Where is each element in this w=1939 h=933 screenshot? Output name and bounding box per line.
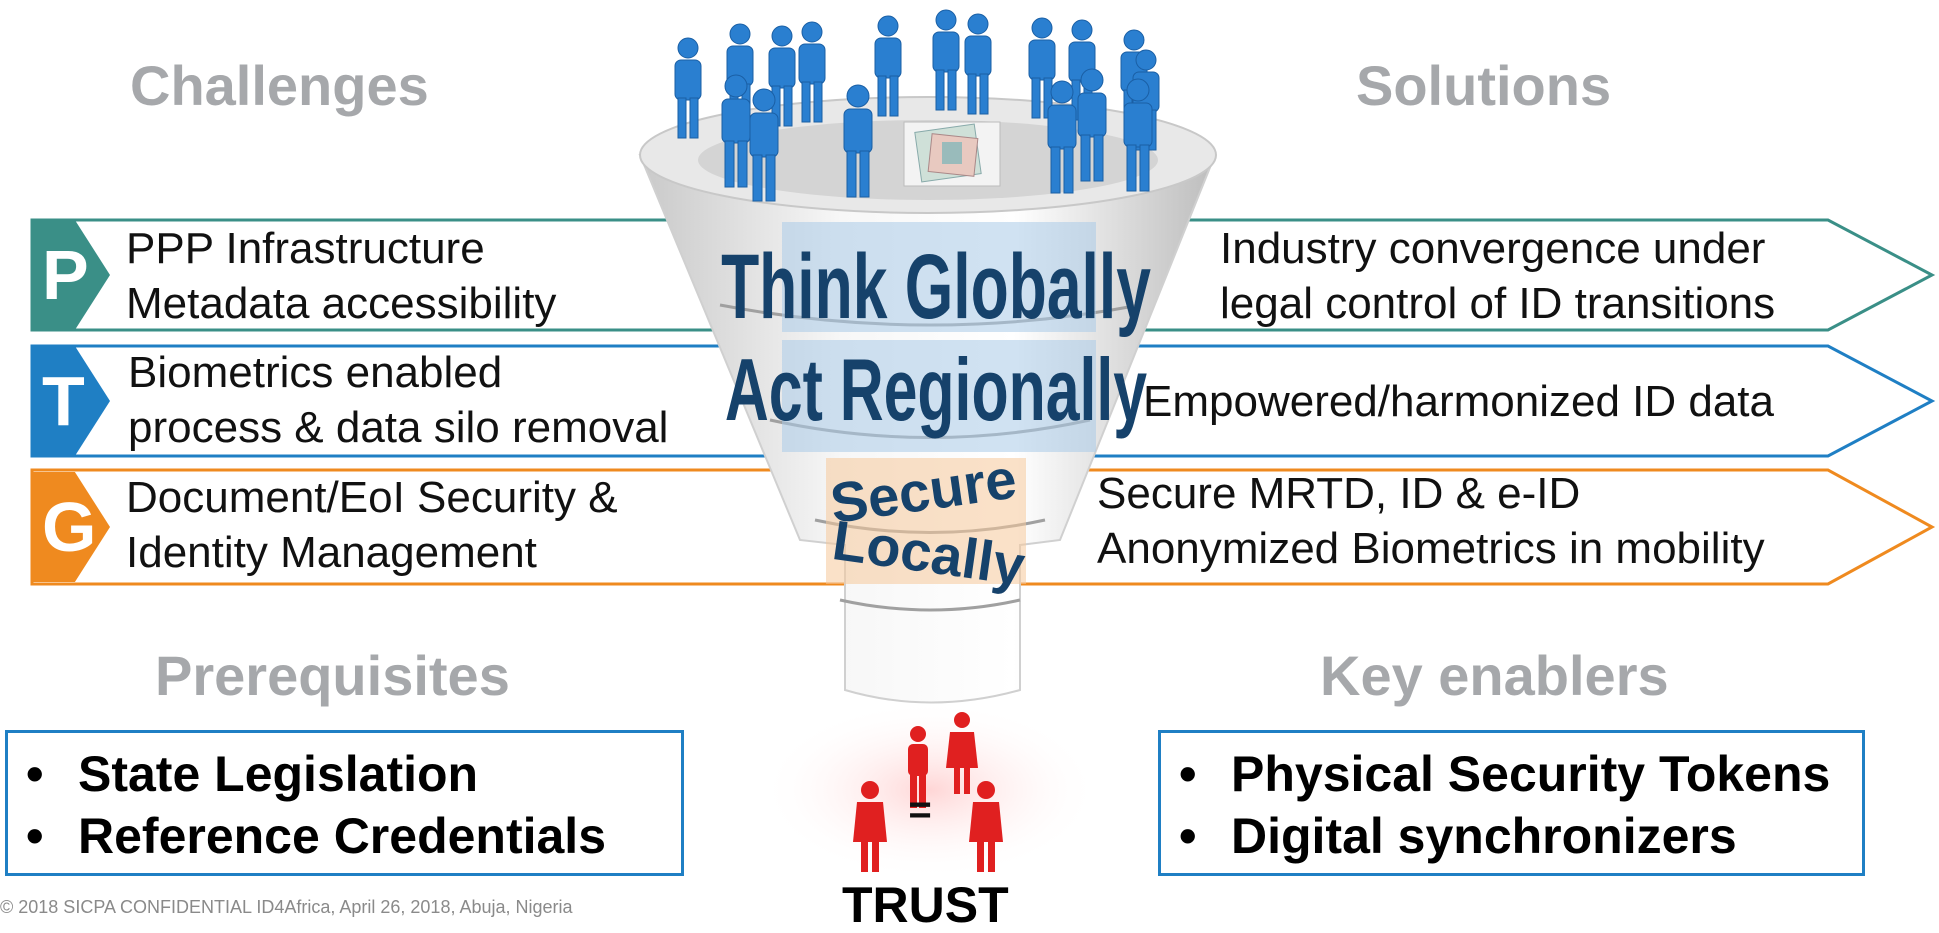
bullet: • (26, 746, 44, 802)
challenge-p-text: PPP Infrastructure Metadata accessibilit… (126, 221, 556, 331)
challenge-g-text: Document/EoI Security & Identity Managem… (126, 470, 618, 580)
solution-line: Anonymized Biometrics in mobility (1097, 524, 1765, 573)
person-icon (932, 9, 960, 111)
challenges-heading: Challenges (130, 54, 429, 117)
person-icon (843, 84, 873, 198)
equals-sign: = (908, 788, 931, 832)
list-item: • Physical Security Tokens (1161, 743, 1862, 805)
solution-line: Secure MRTD, ID & e-ID (1097, 469, 1581, 518)
challenge-line: PPP Infrastructure (126, 224, 485, 273)
person-icon (1077, 68, 1107, 182)
bullet: • (1179, 808, 1197, 864)
person-icon (1028, 17, 1056, 119)
person-icon (674, 37, 702, 139)
key-enabler-label: Digital synchronizers (1231, 808, 1737, 864)
badge-t-letter: T (42, 362, 85, 440)
key-enablers-list: • Physical Security Tokens • Digital synch… (1161, 743, 1862, 867)
bullet: • (1179, 746, 1197, 802)
solution-t-text: Empowered/harmonized ID data (1143, 374, 1774, 429)
key-enablers-heading: Key enablers (1320, 644, 1669, 707)
act-regionally-label: Act Regionally (725, 342, 1147, 440)
key-enablers-box: • Physical Security Tokens • Digital synch… (1158, 730, 1865, 876)
solution-line: legal control of ID transitions (1220, 279, 1776, 328)
challenge-line: Document/EoI Security & (126, 473, 618, 522)
person-icon (1123, 78, 1153, 192)
prerequisites-list: • State Legislation • Reference Credential… (8, 743, 681, 867)
list-item: • State Legislation (8, 743, 681, 805)
badge-p-letter: P (42, 236, 89, 314)
challenge-t-text: Biometrics enabled process & data silo r… (128, 345, 668, 455)
challenge-line: Identity Management (126, 528, 537, 577)
prerequisites-heading: Prerequisites (155, 644, 510, 707)
badge-g-letter: G (42, 488, 97, 566)
person-icon (874, 15, 902, 117)
person-icon (798, 21, 826, 123)
solution-p-text: Industry convergence under legal control… (1220, 221, 1775, 331)
person-icon (721, 74, 751, 188)
prerequisite-label: Reference Credentials (78, 808, 607, 864)
red-person-icon (908, 726, 928, 808)
red-person-icon (946, 712, 978, 794)
challenge-line: process & data silo removal (128, 403, 669, 452)
solutions-heading: Solutions (1356, 54, 1612, 117)
prerequisites-box: • State Legislation • Reference Credential… (5, 730, 684, 876)
key-enabler-label: Physical Security Tokens (1231, 746, 1831, 802)
trust-label: TRUST (842, 877, 1009, 933)
bullet: • (26, 808, 44, 864)
list-item: • Digital synchronizers (1161, 805, 1862, 867)
challenge-line: Biometrics enabled (128, 348, 503, 397)
person-icon (749, 88, 779, 202)
footer-copyright: © 2018 SICPA CONFIDENTIAL ID4Africa, Apr… (0, 897, 573, 917)
red-person-icon (969, 781, 1003, 872)
prerequisite-label: State Legislation (78, 746, 479, 802)
solution-line: Empowered/harmonized ID data (1143, 377, 1774, 426)
list-item: • Reference Credentials (8, 805, 681, 867)
person-icon (1047, 80, 1077, 194)
think-globally-label: Think Globally (721, 235, 1151, 338)
passport-icon (903, 121, 1001, 187)
person-icon (964, 13, 992, 115)
red-person-icon (853, 781, 887, 872)
challenge-line: Metadata accessibility (126, 279, 557, 328)
solution-line: Industry convergence under (1220, 224, 1766, 273)
solution-g-text: Secure MRTD, ID & e-ID Anonymized Biomet… (1097, 466, 1765, 576)
